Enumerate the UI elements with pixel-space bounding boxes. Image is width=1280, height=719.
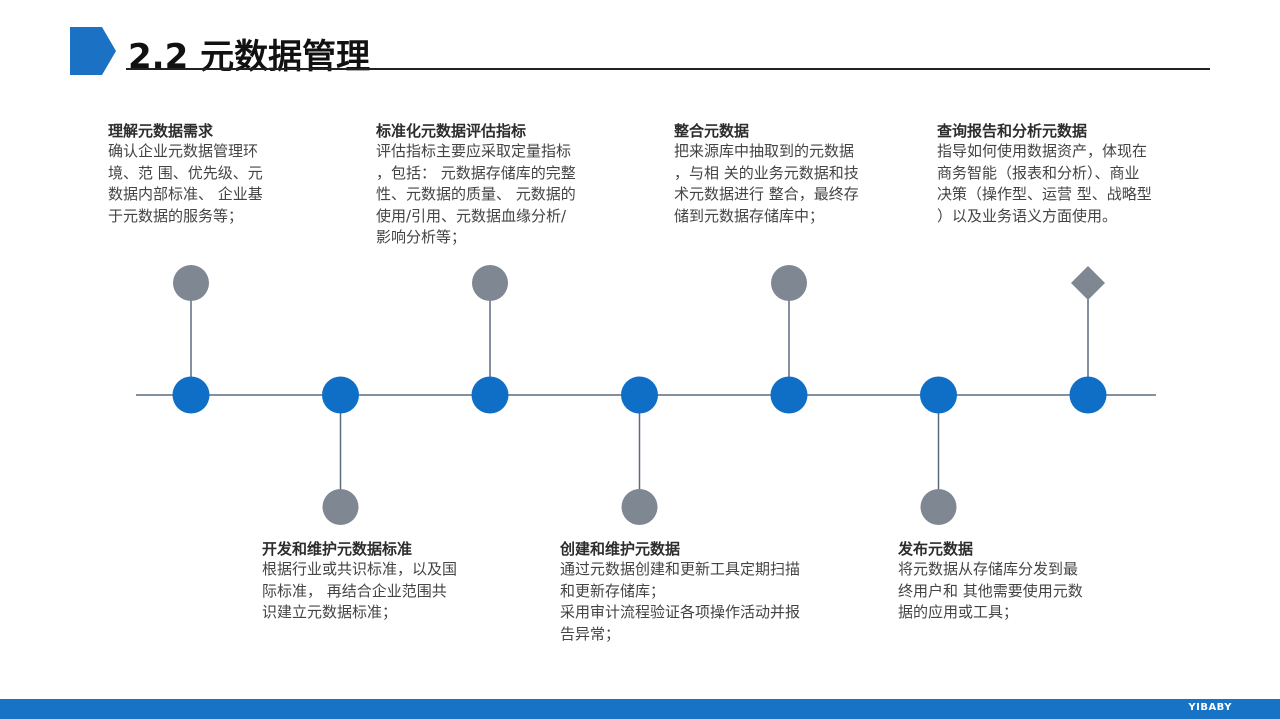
circle-marker (621, 489, 658, 525)
step-description: 通过元数据创建和更新工具定期扫描 和更新存储库； 采用审计流程验证各项操作活动并… (560, 560, 801, 643)
step-title: 标准化元数据评估指标 (376, 122, 527, 140)
step-description: 评估指标主要应采取定量指标 ，包括： 元数据存储库的完整 性、元数据的质量、 元… (376, 142, 576, 246)
step-description: 把来源库中抽取到的元数据 ，与相 关的业务元数据和技 术元数据进行 整合，最终存… (674, 142, 859, 225)
step-4-text: 创建和维护元数据 通过元数据创建和更新工具定期扫描 和更新存储库； 采用审计流程… (560, 539, 800, 645)
timeline-node (1069, 376, 1107, 414)
timeline-node (770, 376, 808, 414)
step-title: 开发和维护元数据标准 (262, 540, 413, 558)
step-description: 指导如何使用数据资产，体现在 商务智能（报表和分析）、商业 决策（操作型、运营 … (937, 142, 1152, 225)
step-6-text: 发布元数据 将元数据从存储库分发到最 终用户和 其他需要使用元数 据的应用或工具… (898, 539, 1083, 624)
timeline-node (322, 376, 359, 414)
footer-brand: YIBABY (1188, 702, 1232, 713)
circle-marker (472, 265, 508, 301)
page-title: 2.2 元数据管理 (128, 37, 371, 77)
step-description: 根据行业或共识标准，以及国 际标准， 再结合企业范围共 识建立元数据标准； (262, 560, 458, 621)
step-title: 查询报告和分析元数据 (937, 122, 1088, 140)
timeline-node (471, 376, 509, 414)
step-1-text: 理解元数据需求 确认企业元数据管理环 境、范 围、优先级、元 数据内部标准、 企… (108, 121, 263, 227)
footer-bar: YIBABY (0, 699, 1280, 719)
step-7-text: 查询报告和分析元数据 指导如何使用数据资产，体现在 商务智能（报表和分析）、商业… (937, 121, 1152, 227)
step-description: 确认企业元数据管理环 境、范 围、优先级、元 数据内部标准、 企业基 于元数据的… (108, 142, 263, 225)
circle-marker (920, 489, 957, 525)
diamond-marker (1071, 266, 1105, 300)
circle-marker (173, 265, 209, 301)
step-title: 理解元数据需求 (108, 122, 214, 140)
timeline-node (920, 376, 957, 414)
step-title: 整合元数据 (674, 122, 750, 140)
circle-marker (771, 265, 807, 301)
step-title: 创建和维护元数据 (560, 540, 681, 558)
step-2-text: 开发和维护元数据标准 根据行业或共识标准，以及国 际标准， 再结合企业范围共 识… (262, 539, 457, 624)
title-arrow-icon (70, 27, 116, 75)
timeline-node (172, 376, 210, 414)
step-title: 发布元数据 (898, 540, 974, 558)
step-3-text: 标准化元数据评估指标 评估指标主要应采取定量指标 ，包括： 元数据存储库的完整 … (376, 121, 576, 249)
step-description: 将元数据从存储库分发到最 终用户和 其他需要使用元数 据的应用或工具； (898, 560, 1083, 621)
step-5-text: 整合元数据 把来源库中抽取到的元数据 ，与相 关的业务元数据和技 术元数据进行 … (674, 121, 859, 227)
title-underline (126, 68, 1210, 70)
circle-marker (322, 489, 359, 525)
timeline-node (621, 376, 658, 414)
